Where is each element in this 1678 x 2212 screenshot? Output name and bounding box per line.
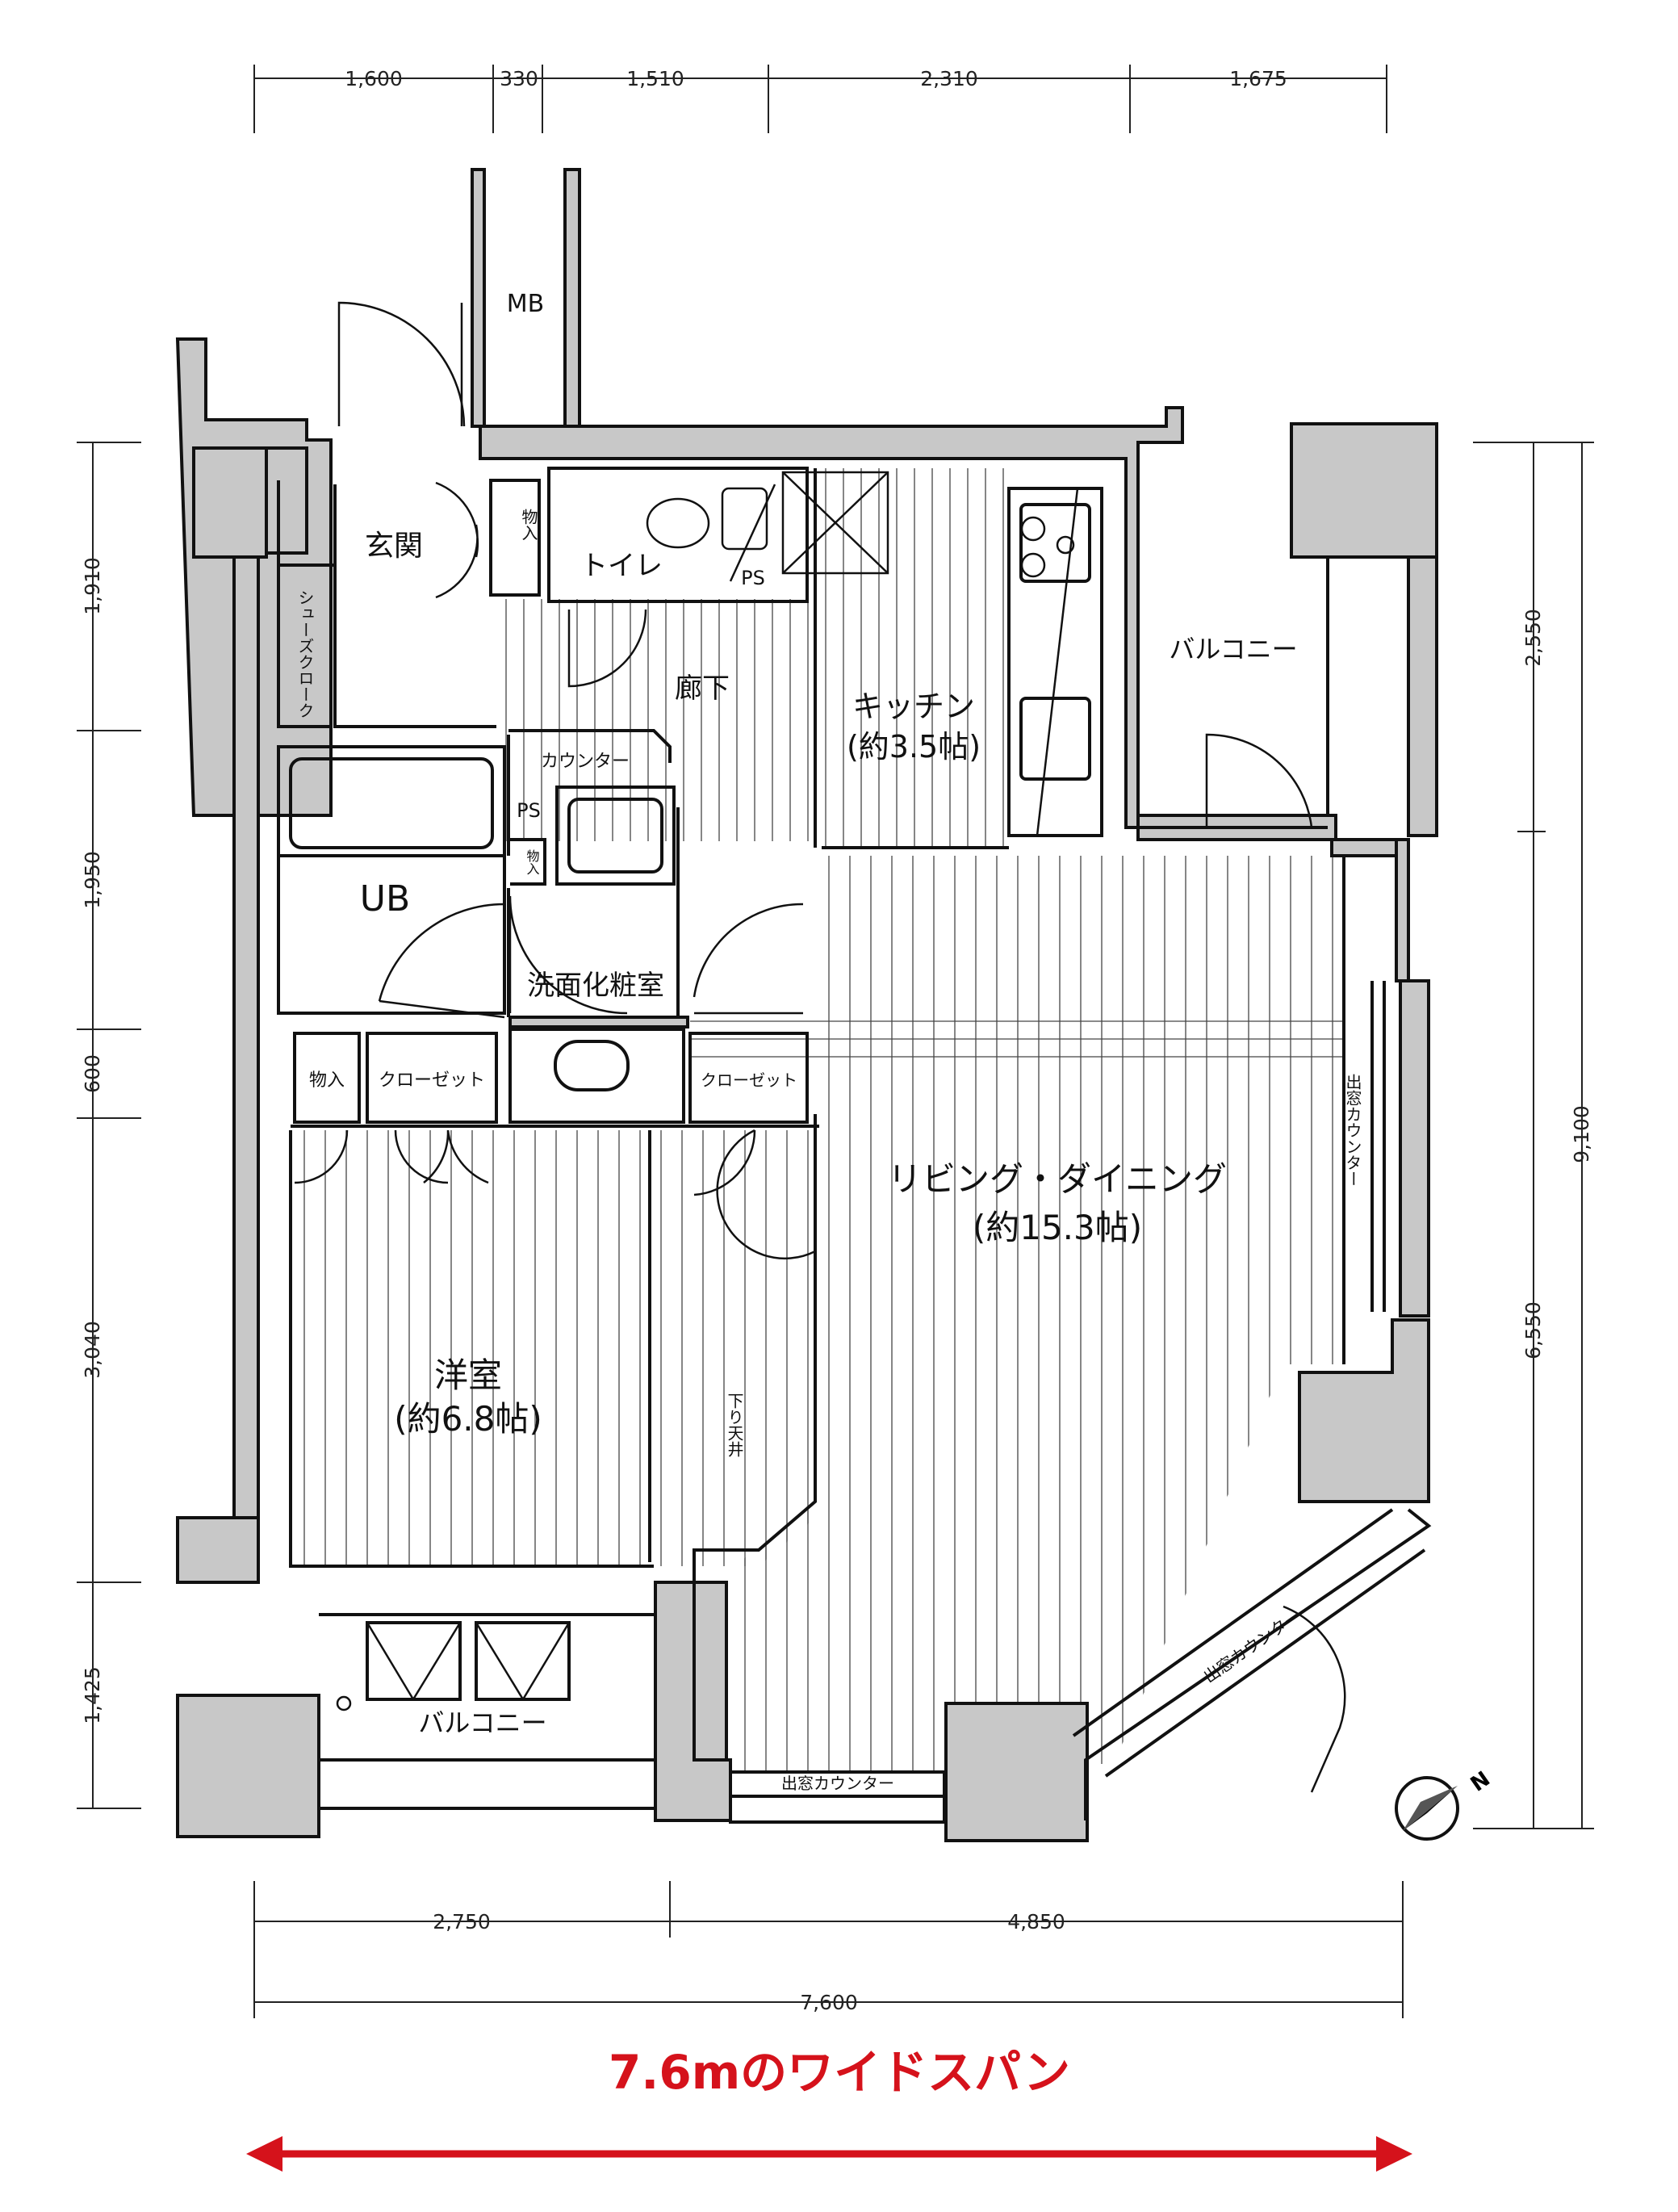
interior-lines	[277, 467, 1432, 1824]
dim-left-2: 1,950	[81, 851, 104, 909]
label-ps-2: PS	[517, 799, 541, 822]
dimension-lines	[77, 65, 1594, 2018]
arrow-head-right-icon	[1376, 2136, 1412, 2172]
dim-top-5: 1,675	[1229, 67, 1287, 90]
door-swings	[294, 301, 1346, 1793]
dim-right-1: 2,550	[1521, 609, 1545, 667]
dim-left-5: 1,425	[81, 1666, 104, 1724]
label-kitchen-size: (約3.5帖)	[847, 729, 981, 765]
label-monoire-3: 物入	[309, 1070, 345, 1091]
dim-top-1: 1,600	[345, 67, 403, 90]
label-demado-bottom: 出窓カウンター	[781, 1774, 894, 1793]
tagline: 7.6mのワイドスパン	[609, 2045, 1070, 2100]
label-ub: UB	[360, 878, 410, 920]
dim-left-1: 1,910	[81, 557, 104, 615]
label-shoes-closet: シューズクローク	[295, 589, 315, 718]
label-monoire-2: 物入	[525, 849, 540, 875]
label-demado-right: 出窓カウンター	[1343, 1074, 1362, 1187]
dim-left-4: 3,040	[81, 1321, 104, 1379]
flooring	[291, 468, 1344, 1772]
label-counter: カウンター	[541, 752, 630, 772]
label-youshitsu: 洋室	[434, 1355, 502, 1395]
arrow-head-left-icon	[246, 2136, 282, 2172]
compass-circle	[1395, 1776, 1459, 1841]
label-closet-1: クローゼット	[379, 1070, 485, 1091]
fixtures	[336, 471, 1079, 1711]
label-living-size: (約15.3帖)	[973, 1208, 1142, 1247]
label-balcony-2: バルコニー	[418, 1707, 546, 1738]
dim-top-2: 330	[500, 67, 538, 90]
label-sagari-tenjo: 下り天井	[725, 1393, 744, 1457]
label-closet-2: クローゼット	[701, 1070, 797, 1090]
label-ps-1: PS	[741, 567, 765, 589]
label-youshitsu-size: (約6.8帖)	[394, 1399, 542, 1439]
label-monoire-1: 物入	[519, 509, 538, 541]
label-senmen: 洗面化粧室	[527, 970, 664, 1002]
dim-right-2: 6,550	[1521, 1301, 1545, 1359]
dim-top-4: 2,310	[920, 67, 978, 90]
label-living: リビング・ダイニング	[888, 1159, 1227, 1199]
dim-bottom-2: 4,850	[1007, 1910, 1065, 1933]
label-kitchen: キッチン	[852, 689, 975, 724]
label-mb: MB	[507, 290, 544, 318]
dim-left-3: 600	[81, 1054, 104, 1093]
dim-top-3: 1,510	[626, 67, 684, 90]
compass-label: N	[1467, 1767, 1495, 1797]
walls	[175, 168, 1438, 1842]
dim-bottom-1: 2,750	[433, 1910, 491, 1933]
wide-span-banner: 7.6mのワイドスパン	[246, 2045, 1412, 2172]
dimension-labels: 1,600 330 1,510 2,310 1,675 1,910 1,950 …	[81, 67, 1593, 2014]
dim-right-3: 9,100	[1570, 1105, 1593, 1163]
label-rouka: 廊下	[675, 672, 730, 705]
label-genkan: 玄関	[365, 530, 423, 563]
label-toilet: トイレ	[580, 550, 663, 582]
label-balcony-1: バルコニー	[1169, 634, 1297, 664]
dim-bottom-3: 7,600	[800, 1991, 858, 2014]
